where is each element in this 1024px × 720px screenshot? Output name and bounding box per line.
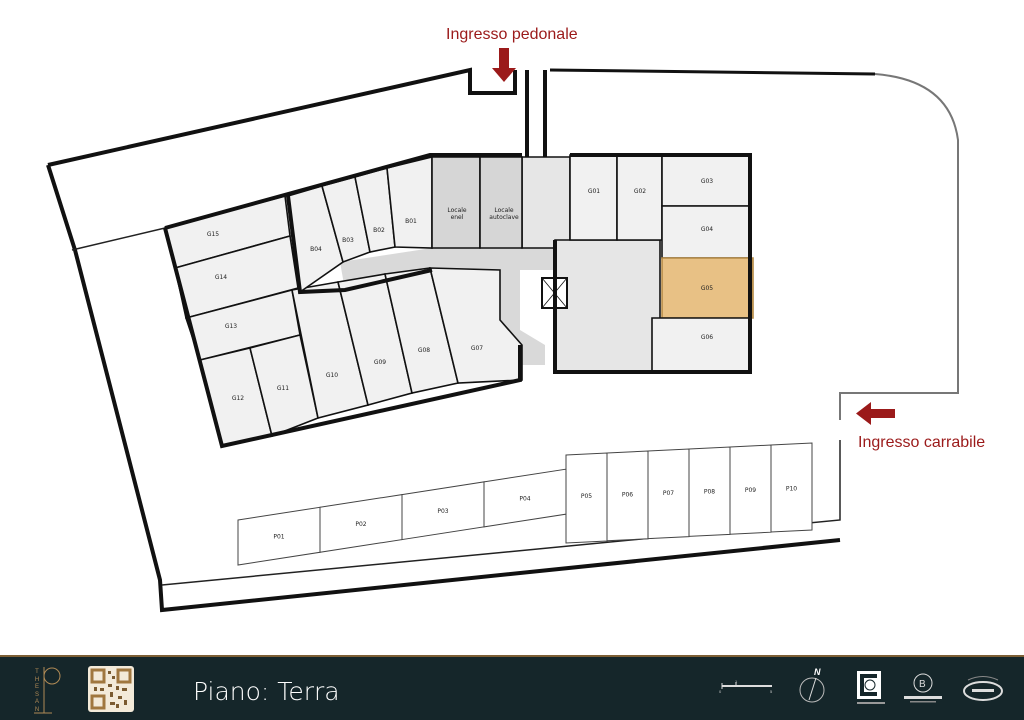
partner-logo-1 [857, 671, 885, 704]
brand-letter: E [34, 684, 39, 690]
label-G08: G08 [418, 347, 430, 354]
room-G02[interactable] [616, 154, 663, 241]
label-G02: G02 [634, 188, 646, 195]
qr-code[interactable] [88, 666, 134, 712]
scale-label-5: 5 [770, 689, 773, 693]
parking-label: P10 [786, 486, 797, 493]
site-boundary [46, 67, 959, 613]
label-G07: G07 [471, 345, 483, 352]
parking-label: P08 [704, 489, 715, 496]
pedestrian-entrance-label: Ingresso pedonale [446, 26, 578, 43]
label-G03: G03 [701, 178, 713, 185]
scale-bar-icon: 0 1 5 [719, 679, 773, 693]
label-G13: G13 [225, 323, 237, 330]
parking-label: P07 [663, 490, 674, 497]
north-compass-icon: N [799, 667, 825, 703]
label-B02: B02 [373, 227, 385, 234]
parking-label: P03 [437, 508, 448, 515]
compass-n-label: N [814, 667, 821, 677]
scale-label-0: 0 [719, 689, 722, 693]
label-G04: G04 [701, 226, 713, 233]
label-G12: G12 [232, 395, 244, 402]
room-locale-enel[interactable] [431, 156, 481, 249]
parking-label: P05 [581, 493, 592, 500]
room-G05[interactable] [661, 257, 754, 319]
label-locale-autoclave-2: autoclave [489, 214, 519, 221]
label-locale-autoclave-1: Locale [494, 207, 514, 214]
parking-label: P01 [273, 534, 284, 541]
blasiotti-logo: B [904, 673, 942, 703]
stair-core [521, 156, 571, 249]
arrow-down-icon [492, 48, 516, 82]
label-G11: G11 [277, 385, 289, 392]
floor-plan: G15 G14 G13 G12 G11 G10 G09 G08 G07 B04 … [46, 26, 985, 613]
room-labels: G15 G14 G13 G12 G11 G10 G09 G08 G07 B04 … [207, 178, 713, 402]
lobby [554, 239, 661, 373]
parking-spaces: P01 P02 P03 P04 P05 P06 P07 P08 P09 P10 [237, 442, 813, 566]
label-G05: G05 [701, 285, 713, 292]
parking-label: P02 [355, 521, 366, 528]
parking-label: P06 [622, 492, 633, 499]
brand-letter: S [34, 691, 39, 698]
label-G09: G09 [374, 359, 386, 366]
label-B03: B03 [342, 237, 354, 244]
scale-label-1: 1 [735, 679, 738, 684]
label-B04: B04 [310, 246, 322, 253]
label-B01: B01 [405, 218, 417, 225]
room-B01[interactable] [386, 155, 433, 249]
parking-label: P09 [745, 487, 756, 494]
brand-letter: A [34, 699, 39, 705]
brand-letter: H [34, 676, 40, 683]
brand-letter: N [34, 706, 40, 713]
vehicle-entrance-label: Ingresso carrabile [858, 434, 985, 451]
brand-letter: T [35, 669, 39, 675]
label-locale-enel-2: enel [451, 214, 464, 221]
label-G06: G06 [701, 334, 713, 341]
label-G15: G15 [207, 231, 219, 238]
partner-logo-3 [963, 676, 1003, 701]
parking-space-P10[interactable] [770, 442, 813, 533]
room-locale-autoclave[interactable] [479, 156, 523, 249]
room-G06[interactable] [651, 317, 751, 373]
svg-text:B: B [919, 679, 926, 690]
label-locale-enel-1: Locale [447, 207, 467, 214]
label-G14: G14 [215, 274, 227, 281]
parking-label: P04 [519, 496, 530, 503]
label-G01: G01 [588, 188, 600, 195]
room-G01[interactable] [569, 154, 618, 241]
arrow-left-icon [856, 402, 895, 425]
floor-title: Piano: Terra [193, 677, 340, 706]
label-G10: G10 [326, 372, 338, 379]
